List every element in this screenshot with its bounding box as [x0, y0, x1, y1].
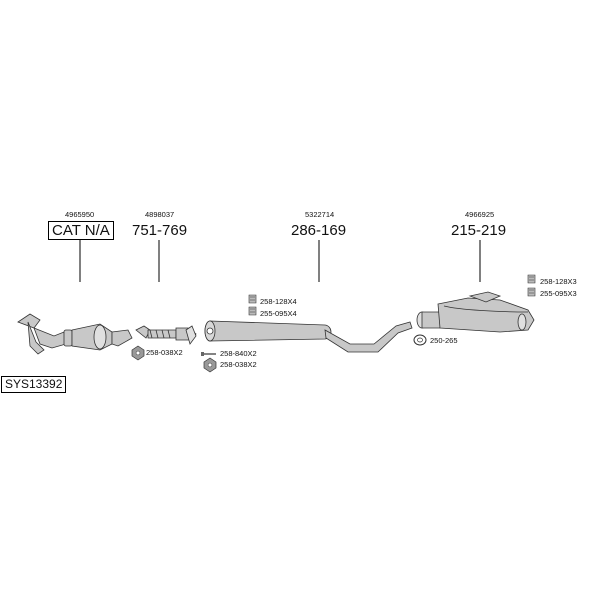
- rear-silencer-part[interactable]: [416, 291, 535, 333]
- accessory-rear-clamp-b[interactable]: 255-095X3: [540, 289, 577, 298]
- accessory-rear-clamp-a[interactable]: 258-128X3: [540, 277, 577, 286]
- clamp-icon: [527, 274, 536, 284]
- accessory-mid-pipe-nuts[interactable]: 258-038X2: [220, 360, 257, 369]
- accessory-mid-pipe-bolts[interactable]: 258-840X2: [220, 349, 257, 358]
- hex-nut-icon: [131, 345, 145, 361]
- front-pipe-part[interactable]: [135, 325, 197, 345]
- clamp-icon: [248, 294, 257, 304]
- hex-nut-icon: [203, 357, 217, 373]
- clamp-icon: [527, 287, 536, 297]
- bolt-icon: [201, 352, 216, 356]
- accessory-mid-clamp-a[interactable]: 258-128X4: [260, 297, 297, 306]
- accessory-mid-clamp-b[interactable]: 255-095X4: [260, 309, 297, 318]
- oe-number-cat: 4965950: [65, 210, 95, 219]
- clamp-icon: [248, 306, 257, 316]
- system-code-badge: SYS13392: [1, 376, 67, 393]
- part-number-cat[interactable]: CAT N/A: [48, 221, 114, 240]
- oe-number-front-pipe: 4898037: [145, 210, 175, 219]
- rubber-hanger-icon: [413, 334, 427, 346]
- part-number-front-pipe[interactable]: 751-769: [132, 222, 188, 239]
- oe-number-middle-silencer: 5322714: [305, 210, 335, 219]
- catalytic-converter-part[interactable]: [17, 313, 133, 355]
- accessory-rear-hanger[interactable]: 250-265: [430, 336, 458, 345]
- part-number-rear-silencer[interactable]: 215-219: [451, 222, 507, 239]
- oe-number-rear-silencer: 4966925: [465, 210, 495, 219]
- middle-silencer-part[interactable]: [204, 320, 413, 353]
- accessory-front-pipe-nuts[interactable]: 258-038X2: [146, 348, 183, 357]
- part-number-middle-silencer[interactable]: 286-169: [291, 222, 347, 239]
